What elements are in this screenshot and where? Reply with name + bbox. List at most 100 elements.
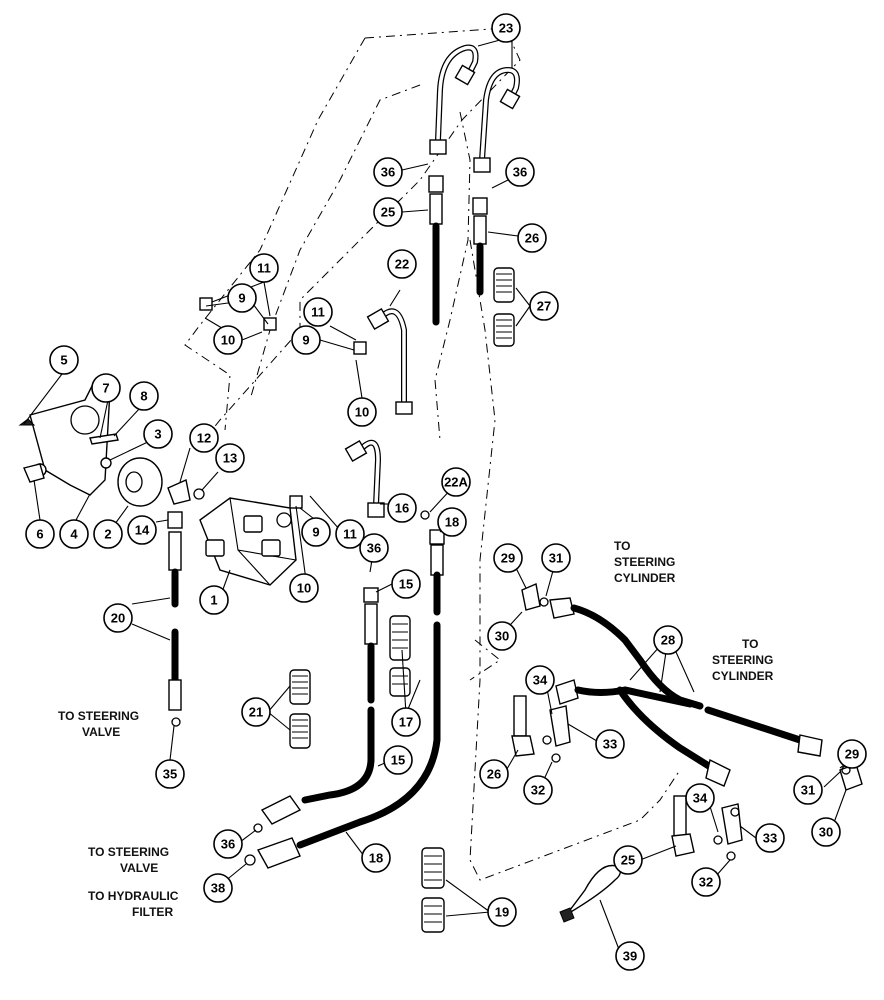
steering-valve-body	[199, 497, 297, 586]
svg-text:33: 33	[763, 831, 777, 846]
upper-hose-25	[428, 175, 488, 326]
tie-strap-39	[559, 864, 621, 923]
label-to-steering-cylinder-1: TO	[614, 539, 630, 553]
svg-text:32: 32	[699, 875, 713, 890]
svg-text:33: 33	[603, 737, 617, 752]
svg-text:25: 25	[621, 853, 635, 868]
svg-text:26: 26	[487, 767, 501, 782]
svg-text:9: 9	[238, 291, 245, 306]
label-to-hydraulic-filter: TO HYDRAULIC	[88, 889, 179, 903]
callout-32b: 33	[755, 823, 785, 853]
callout-25a: 25	[373, 197, 403, 227]
label-to-steering-valve-2: TO STEERING	[88, 845, 169, 859]
hoses-15-18	[244, 510, 445, 869]
svg-text:1: 1	[210, 593, 217, 608]
callout-22: 22	[387, 249, 417, 279]
callout-31b: 31	[793, 775, 823, 805]
callout-31a: 31	[541, 543, 571, 573]
svg-text:31: 31	[801, 783, 815, 798]
leader-lines	[23, 39, 849, 953]
svg-text:21: 21	[249, 705, 263, 720]
callout-33a: 32	[523, 775, 553, 805]
callouts: 23 36 36 25 26 27 22 11 9 10 11 9 10 5 7…	[25, 13, 867, 971]
sleeves-17	[389, 615, 411, 697]
callout-19: 19	[487, 897, 517, 927]
svg-text:13: 13	[223, 451, 237, 466]
callout-39: 39	[615, 941, 645, 971]
svg-text:38: 38	[211, 881, 225, 896]
svg-text:36: 36	[513, 165, 527, 180]
callout-11b: 11	[303, 297, 333, 327]
svg-text:18: 18	[369, 851, 383, 866]
destination-labels: TO STEERING CYLINDER TO STEERING CYLINDE…	[58, 539, 774, 919]
svg-text:36: 36	[381, 165, 395, 180]
svg-text:15: 15	[391, 753, 405, 768]
callout-36b: 36	[505, 157, 535, 187]
label-to-steering-cylinder-2b: STEERING	[712, 653, 773, 667]
label-to-steering-valve-1b: VALVE	[82, 725, 120, 739]
svg-text:10: 10	[221, 333, 235, 348]
svg-text:10: 10	[297, 581, 311, 596]
svg-text:27: 27	[537, 299, 551, 314]
svg-text:34: 34	[693, 791, 708, 806]
svg-text:35: 35	[163, 767, 177, 782]
callout-22A: 22A	[441, 467, 471, 497]
svg-text:36: 36	[367, 541, 381, 556]
callout-21: 21	[241, 697, 271, 727]
label-to-steering-cylinder-2c: CYLINDER	[712, 669, 774, 683]
callout-20: 20	[103, 603, 133, 633]
callout-14: 14	[127, 515, 157, 545]
callout-11c: 11	[335, 519, 365, 549]
callout-27: 27	[529, 291, 559, 321]
svg-text:17: 17	[399, 715, 413, 730]
svg-text:7: 7	[102, 381, 109, 396]
callout-23: 23	[491, 13, 521, 43]
svg-text:9: 9	[302, 333, 309, 348]
label-to-steering-cylinder-1c: CYLINDER	[614, 571, 676, 585]
callout-30a: 30	[487, 621, 517, 651]
svg-text:11: 11	[311, 305, 325, 320]
svg-text:12: 12	[197, 431, 211, 446]
svg-text:19: 19	[495, 905, 509, 920]
steel-line-22	[366, 307, 413, 415]
svg-text:2: 2	[104, 527, 111, 542]
callout-26a: 26	[517, 223, 547, 253]
svg-text:10: 10	[355, 405, 369, 420]
callout-10c: 10	[289, 573, 319, 603]
callout-9b: 9	[291, 325, 321, 355]
callout-6: 6	[25, 519, 55, 549]
svg-text:30: 30	[495, 629, 509, 644]
svg-text:36: 36	[221, 837, 235, 852]
callout-29a: 29	[493, 543, 523, 573]
fittings-9-10-11	[199, 297, 367, 509]
callout-18a: 18	[437, 507, 467, 537]
callout-35: 35	[155, 759, 185, 789]
label-to-steering-valve-1: TO STEERING	[58, 709, 139, 723]
svg-text:14: 14	[135, 523, 150, 538]
svg-text:3: 3	[154, 427, 161, 442]
label-to-steering-cylinder-2: TO	[742, 637, 758, 651]
svg-text:34: 34	[533, 673, 548, 688]
svg-text:8: 8	[140, 389, 147, 404]
callout-32a: 33	[595, 729, 625, 759]
callout-18b: 18	[361, 843, 391, 873]
callout-25b: 25	[613, 845, 643, 875]
svg-text:11: 11	[343, 527, 357, 542]
callout-9c: 9	[301, 517, 331, 547]
callout-10a: 10	[213, 325, 243, 355]
svg-text:31: 31	[549, 551, 563, 566]
callout-16: 16	[387, 493, 417, 523]
callout-9a: 9	[227, 283, 257, 313]
callout-29b: 29	[837, 739, 867, 769]
callout-5: 5	[49, 345, 79, 375]
callout-11a: 11	[249, 253, 279, 283]
sleeves-19	[421, 847, 445, 933]
callout-13: 13	[215, 443, 245, 473]
callout-10b: 10	[347, 397, 377, 427]
svg-text:26: 26	[525, 231, 539, 246]
callout-3: 3	[143, 419, 173, 449]
svg-text:5: 5	[60, 353, 67, 368]
callout-36a: 36	[373, 157, 403, 187]
callout-12: 12	[189, 423, 219, 453]
